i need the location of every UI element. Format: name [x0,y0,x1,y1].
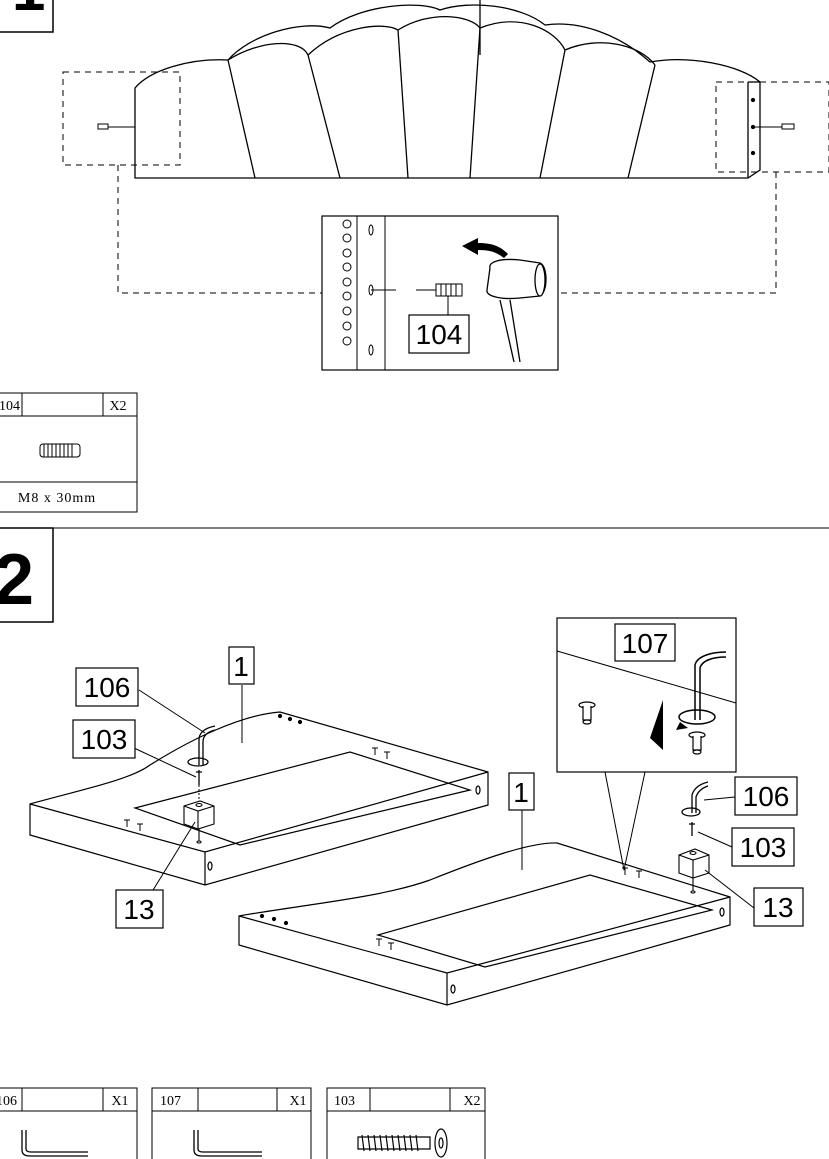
svg-text:13: 13 [762,892,793,923]
callout-106-left: 106 [75,667,139,707]
dowel-icon [39,443,81,458]
svg-text:103: 103 [81,724,128,755]
allen-key-icon [21,1130,88,1157]
detail-dashed-boxes [62,71,829,294]
part-card-106: 106 X1 [0,1087,138,1159]
svg-text:13: 13 [123,894,154,925]
allen-key-icon [678,651,727,725]
allen-key-icon [681,781,709,836]
part-card-103: 103 X2 [326,1087,486,1159]
base-panel-left [29,711,489,886]
allen-key-icon [193,1130,262,1157]
screw-icon [124,747,390,831]
svg-text:103: 103 [740,832,787,863]
headboard-drawing [134,0,761,179]
wrench-detail-inset: 107 [556,617,737,871]
part-card-id: 103 [334,1094,355,1109]
callout-13-right: 13 [753,887,804,927]
dowel-icon [97,123,795,130]
leg-block-right [678,848,710,894]
callout-106-right: 106 [734,776,798,816]
hammer-inset: 104 [321,215,559,371]
part-card-104: 104 X2 M8 x 30mm [0,392,138,513]
callout-1-left: 1 [228,646,255,685]
part-card-qty: X2 [463,1094,480,1109]
part-card-id: 104 [0,399,20,414]
step-2-badge: 2 [0,527,54,623]
part-card-qty: X1 [289,1094,306,1109]
part-card-id: 106 [0,1094,17,1109]
leg-block-left [183,800,215,844]
part-card-qty: X2 [109,399,126,414]
step-1-number: 1 [12,0,45,23]
callout-103-right: 103 [731,827,795,867]
callout-1-right: 1 [508,772,535,811]
leader-lines [133,685,755,909]
svg-text:1: 1 [513,777,529,808]
arrow-up-icon [650,700,663,750]
part-card-spec: M8 x 30mm [18,491,96,506]
arrow-left-icon [462,238,508,258]
screw-icon [376,867,642,950]
hammer-icon [486,258,547,363]
part-card-107: 107 X1 [151,1087,312,1159]
callout-104: 104 [416,319,463,350]
svg-text:106: 106 [84,672,131,703]
part-card-qty: X1 [111,1094,128,1109]
svg-text:1: 1 [233,651,249,682]
part-card-id: 107 [160,1094,181,1109]
svg-text:106: 106 [743,781,790,812]
callout-107: 107 [622,628,669,659]
callout-103-left: 103 [72,719,136,759]
callout-13-left: 13 [115,889,164,929]
base-panel-right [238,842,731,1006]
step-1-badge: 1 [0,0,54,33]
screw-icon [357,1128,448,1158]
step-2-number: 2 [0,540,34,620]
